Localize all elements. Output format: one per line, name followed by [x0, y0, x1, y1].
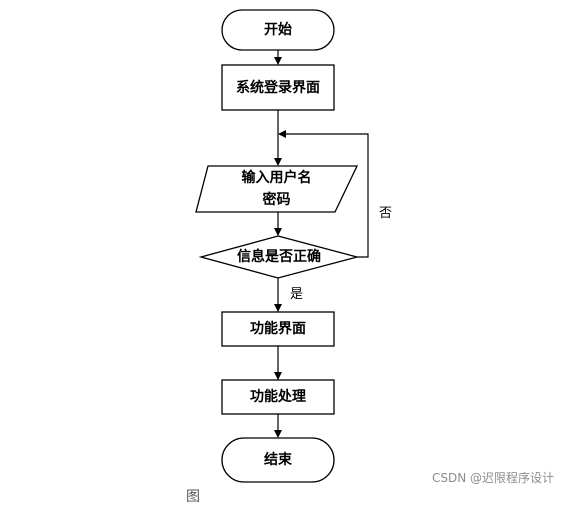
input-data-parallelogram [195, 165, 359, 213]
input-label-line2: 密码 [262, 192, 291, 208]
csdn-watermark: CSDN @迟限程序设计 [431, 471, 554, 485]
function-process-label: 功能处理 [250, 389, 306, 405]
login-label: 系统登录界面 [236, 79, 320, 96]
input-label: 输入用户名 密码 [196, 166, 357, 212]
no-branch-label: 否 [379, 206, 393, 221]
start-label: 开始 [264, 22, 292, 38]
function-process-box [221, 379, 335, 415]
end-terminal [221, 437, 335, 483]
function-ui-label: 功能界面 [250, 321, 306, 337]
yes-branch-label: 是 [290, 287, 304, 302]
figure-caption: 图 [186, 489, 200, 505]
login-process-box [221, 64, 335, 111]
function-ui-box [221, 311, 335, 347]
flowchart-canvas [195, 9, 369, 483]
input-label-line1: 输入用户名 [241, 170, 312, 186]
end-label: 结束 [264, 452, 292, 468]
edge-check-no-loop [278, 130, 369, 258]
check-label: 信息是否正确 [237, 249, 321, 265]
